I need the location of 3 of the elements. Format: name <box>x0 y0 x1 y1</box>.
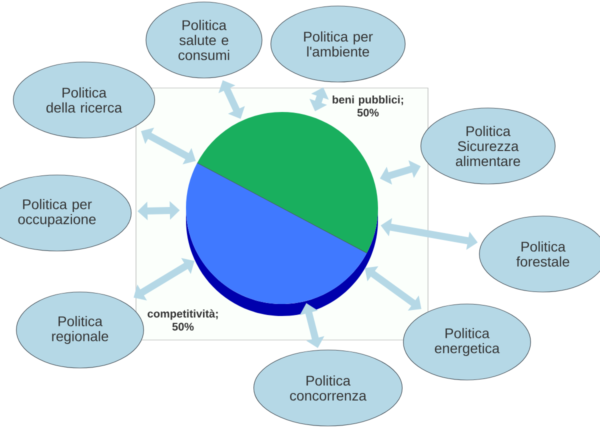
double-arrow <box>134 258 194 300</box>
data-label: beni pubblici; 50% <box>332 95 404 117</box>
data-label: competitività; 50% <box>148 309 218 331</box>
